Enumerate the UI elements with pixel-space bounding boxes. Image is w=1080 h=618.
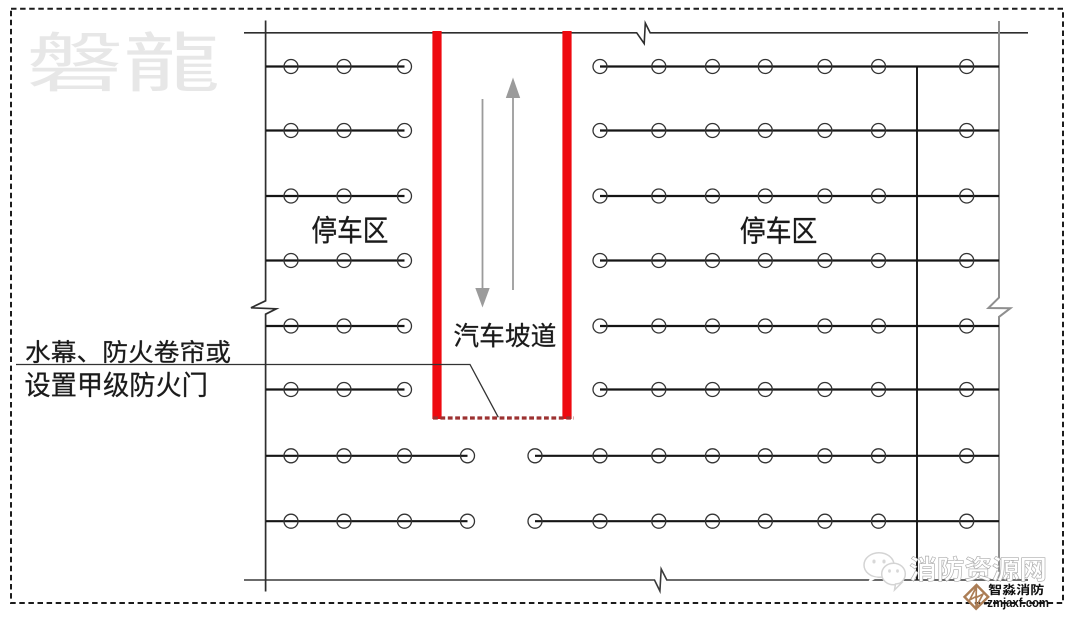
svg-text:-zmjaxf.com: -zmjaxf.com — [984, 595, 1050, 610]
